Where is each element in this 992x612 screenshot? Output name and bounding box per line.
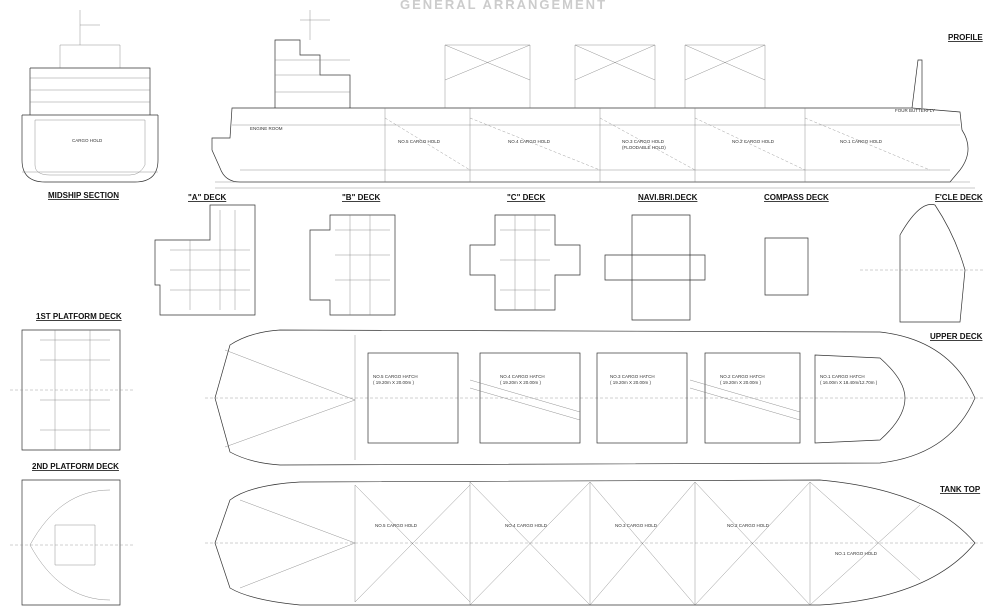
hatch-5-size: ( 19.20m X 20.00m ) xyxy=(373,380,415,385)
platform-1-view: 1ST PLATFORM DECK xyxy=(10,312,135,451)
profile-hold-5: NO.5 CARGO HOLD xyxy=(398,139,441,144)
midship-section-view: CARGO HOLD MIDSHIP SECTION xyxy=(21,10,159,200)
upper-deck-label: UPPER DECK xyxy=(930,332,983,341)
profile-view: ENGINE ROOM NO.5 CARGO HOLD NO.4 CARGO H… xyxy=(211,10,983,189)
profile-label: PROFILE xyxy=(948,33,983,42)
tank-top-hold-1: NO.1 CARGO HOLD xyxy=(835,551,878,556)
hatch-4-name: NO.4 CARGO HATCH xyxy=(500,374,545,379)
tank-top-view: TANK TOP NO.5 CARGO HOLD NO.4 CARGO HOLD… xyxy=(205,479,985,606)
tank-top-hold-4: NO.4 CARGO HOLD xyxy=(505,523,548,528)
platform-2-label: 2ND PLATFORM DECK xyxy=(32,462,119,471)
compass-deck-label: COMPASS DECK xyxy=(764,193,829,202)
drawing-title: GENERAL ARRANGEMENT xyxy=(400,0,607,12)
hatch-2-name: NO.2 CARGO HATCH xyxy=(720,374,765,379)
hatch-3-size: ( 19.20m X 20.00m ) xyxy=(610,380,652,385)
profile-hold-1: NO.1 CARGO HOLD xyxy=(840,139,883,144)
hatch-1-size: ( 16.00m X 18.40m/12.70m ) xyxy=(820,380,878,385)
upper-deck-view: UPPER DECK NO.5 CARGO HATCH ( 19.20m X 2… xyxy=(205,329,985,466)
profile-hold-3: NO.3 CARGO HOLD xyxy=(622,139,665,144)
a-deck-label: "A" DECK xyxy=(188,193,226,202)
hatch-3-name: NO.3 CARGO HATCH xyxy=(610,374,655,379)
tank-top-label: TANK TOP xyxy=(940,485,981,494)
profile-bow-note: FOUR BUTTERFLY xyxy=(895,108,935,113)
deck-plans: "A" DECK "B" DECK "C" DECK NAVI.BRI.DECK… xyxy=(154,193,985,323)
tank-top-hold-5: NO.5 CARGO HOLD xyxy=(375,523,418,528)
profile-floodable-note: (FLOODABLE HOLD) xyxy=(622,145,666,150)
cargo-hatches xyxy=(367,352,906,444)
hatch-2-size: ( 19.20m X 20.00m ) xyxy=(720,380,762,385)
b-deck-label: "B" DECK xyxy=(342,193,380,202)
tank-top-hold-2: NO.2 CARGO HOLD xyxy=(727,523,770,528)
profile-hold-2: NO.2 CARGO HOLD xyxy=(732,139,775,144)
profile-hold-4: NO.4 CARGO HOLD xyxy=(508,139,551,144)
hatch-5-name: NO.5 CARGO HATCH xyxy=(373,374,418,379)
engine-room-label: ENGINE ROOM xyxy=(250,126,283,131)
platform-1-label: 1ST PLATFORM DECK xyxy=(36,312,122,321)
fcle-deck-label: F'CLE DECK xyxy=(935,193,983,202)
tank-top-hold-3: NO.3 CARGO HOLD xyxy=(615,523,658,528)
c-deck-label: "C" DECK xyxy=(507,193,545,202)
midship-hold-label: CARGO HOLD xyxy=(72,138,103,143)
navi-bri-deck-label: NAVI.BRI.DECK xyxy=(638,193,698,202)
hatch-1-name: NO.1 CARGO HATCH xyxy=(820,374,865,379)
hatch-4-size: ( 19.20m X 20.00m ) xyxy=(500,380,542,385)
cargo-cranes xyxy=(444,44,766,108)
midship-section-label: MIDSHIP SECTION xyxy=(48,191,119,200)
platform-2-view: 2ND PLATFORM DECK xyxy=(10,462,135,606)
